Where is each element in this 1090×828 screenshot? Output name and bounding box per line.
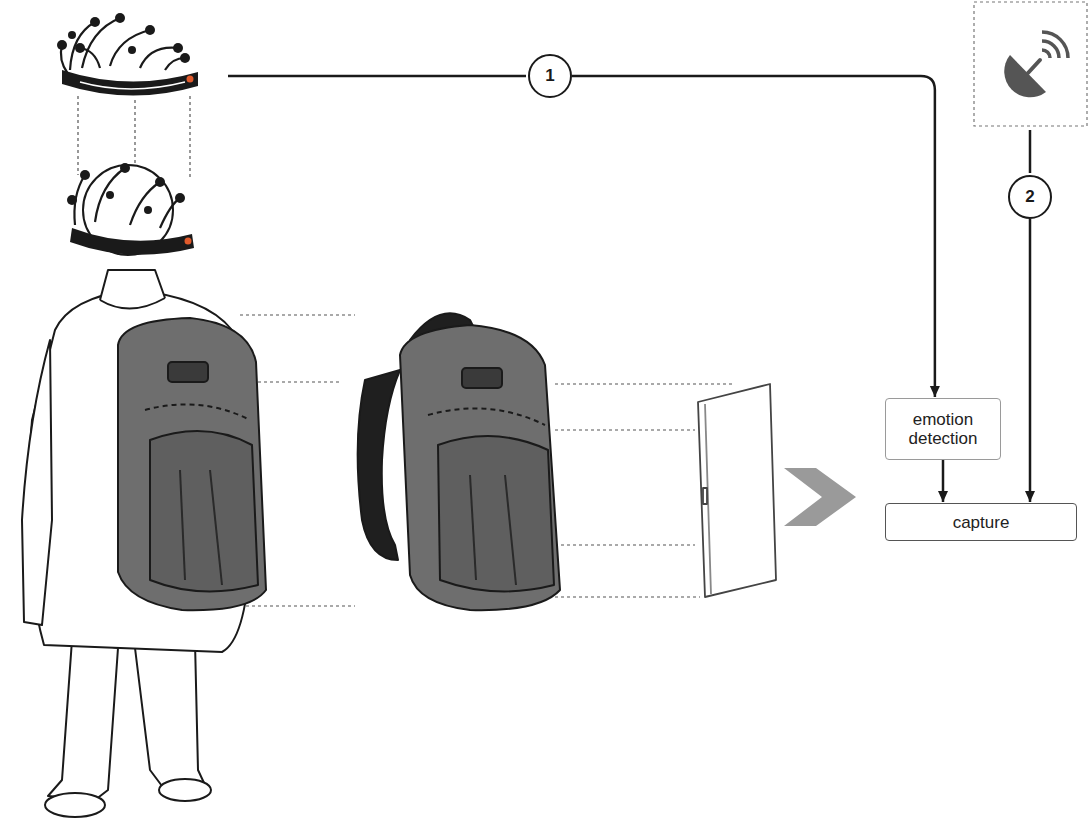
- callout-number: 2: [1008, 175, 1052, 219]
- callout-number: 2: [1025, 187, 1034, 207]
- backpack-worn: [118, 318, 266, 610]
- satellite-icon: [974, 2, 1087, 126]
- box-label: capture: [953, 513, 1010, 532]
- flow-arrow: [784, 468, 856, 526]
- box-label: emotion detection: [894, 410, 992, 448]
- callout-number: 1: [545, 66, 554, 86]
- backpack-detached: [358, 313, 560, 610]
- arrow-connector: [942, 460, 945, 502]
- arrow-connector: [1029, 219, 1032, 502]
- arrow-connector: [572, 76, 935, 397]
- process-box: capture: [885, 503, 1077, 541]
- tablet: [698, 384, 776, 597]
- callout-number: 1: [528, 54, 572, 98]
- headset-worn: [67, 163, 194, 255]
- headset-detached: [57, 13, 198, 96]
- process-box: emotion detection: [885, 398, 1001, 460]
- leader-lines: [228, 76, 1030, 173]
